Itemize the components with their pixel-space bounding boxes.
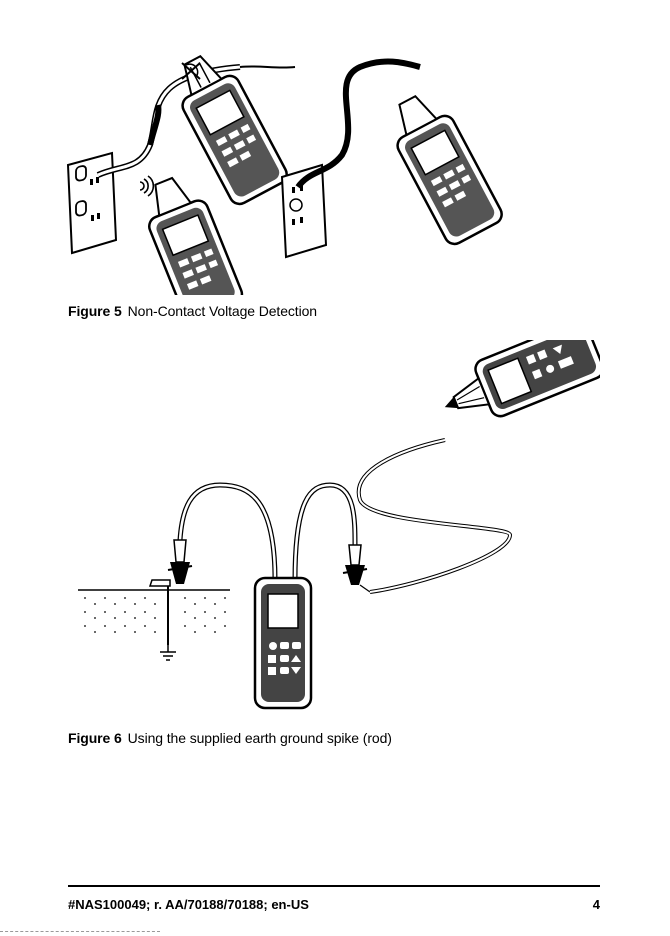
- figure-6-number: Figure 6: [68, 730, 122, 746]
- receiver-probe: [434, 340, 600, 435]
- figure-5-illustration: [60, 55, 510, 295]
- page-edge-mark: [0, 931, 160, 932]
- figure-5-caption: Figure 5 Non-Contact Voltage Detection: [68, 303, 317, 319]
- transmitter-unit: [255, 578, 311, 708]
- figure-6-illustration: [70, 340, 600, 710]
- test-lead-left: [180, 485, 275, 580]
- alligator-clip-left: [168, 540, 192, 584]
- earth-ground-icon: [160, 645, 176, 660]
- signal-waves-icon: [140, 176, 153, 196]
- figure-6-caption-text: Using the supplied earth ground spike (r…: [128, 730, 392, 746]
- figure-6-caption: Figure 6 Using the supplied earth ground …: [68, 730, 392, 746]
- ground-soil: [78, 590, 230, 633]
- figure-5-caption-text: Non-Contact Voltage Detection: [128, 303, 317, 319]
- alligator-clip-right: [343, 545, 367, 585]
- tester-right: [380, 86, 505, 248]
- footer-page-number: 4: [593, 897, 600, 912]
- footer-doc-id: #NAS100049; r. AA/70188/70188; en-US: [68, 897, 309, 912]
- figure-5-number: Figure 5: [68, 303, 122, 319]
- footer-divider: [68, 885, 600, 887]
